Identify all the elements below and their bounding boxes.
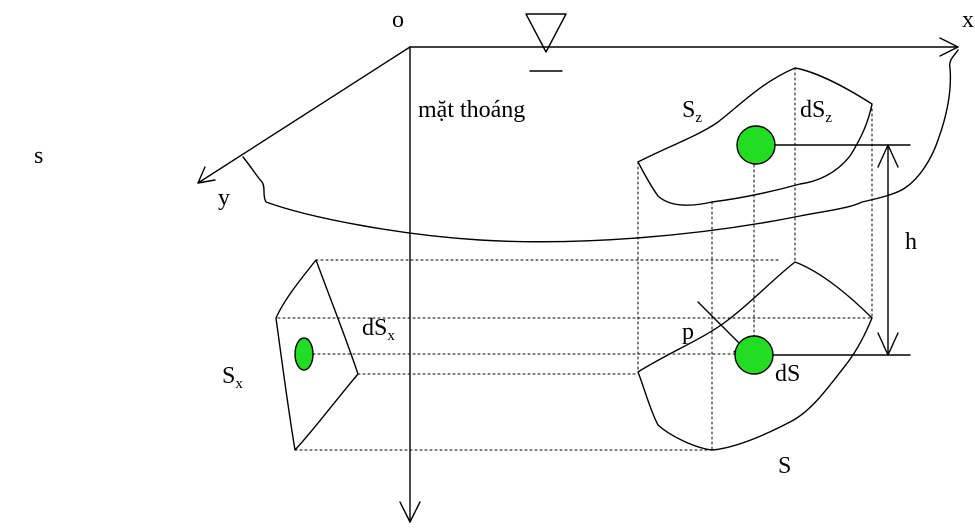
s-surface-outline [637, 261, 873, 451]
depth-h-label: h [905, 229, 917, 255]
free-surface-label: mặt thoáng [418, 97, 526, 123]
z-axis [399, 46, 421, 523]
sz-projection-outline [637, 67, 873, 206]
dsz-label: dSz [800, 97, 833, 126]
x-axis-label: x [962, 7, 974, 33]
projection-lines [277, 67, 873, 451]
stray-s-label: s [34, 143, 44, 169]
free-surface-symbol [525, 13, 567, 72]
x-axis [409, 37, 959, 57]
y-axis [197, 46, 411, 184]
dsz-element-marker [736, 125, 776, 165]
sx-label: Sx [222, 363, 243, 392]
ds-element-marker [734, 335, 774, 375]
s-surface-label: S [778, 453, 792, 479]
ds-label: dS [775, 361, 801, 387]
free-surface-boundary [242, 49, 959, 243]
sz-label: Sz [682, 97, 703, 126]
sx-projection-outline [275, 259, 359, 451]
dsx-label: dSx [362, 315, 395, 344]
pressure-p-label: p [682, 319, 694, 345]
y-axis-label: y [218, 185, 230, 211]
dsx-element-marker [294, 337, 314, 371]
origin-label: o [392, 7, 404, 33]
depth-dimension [753, 144, 911, 356]
